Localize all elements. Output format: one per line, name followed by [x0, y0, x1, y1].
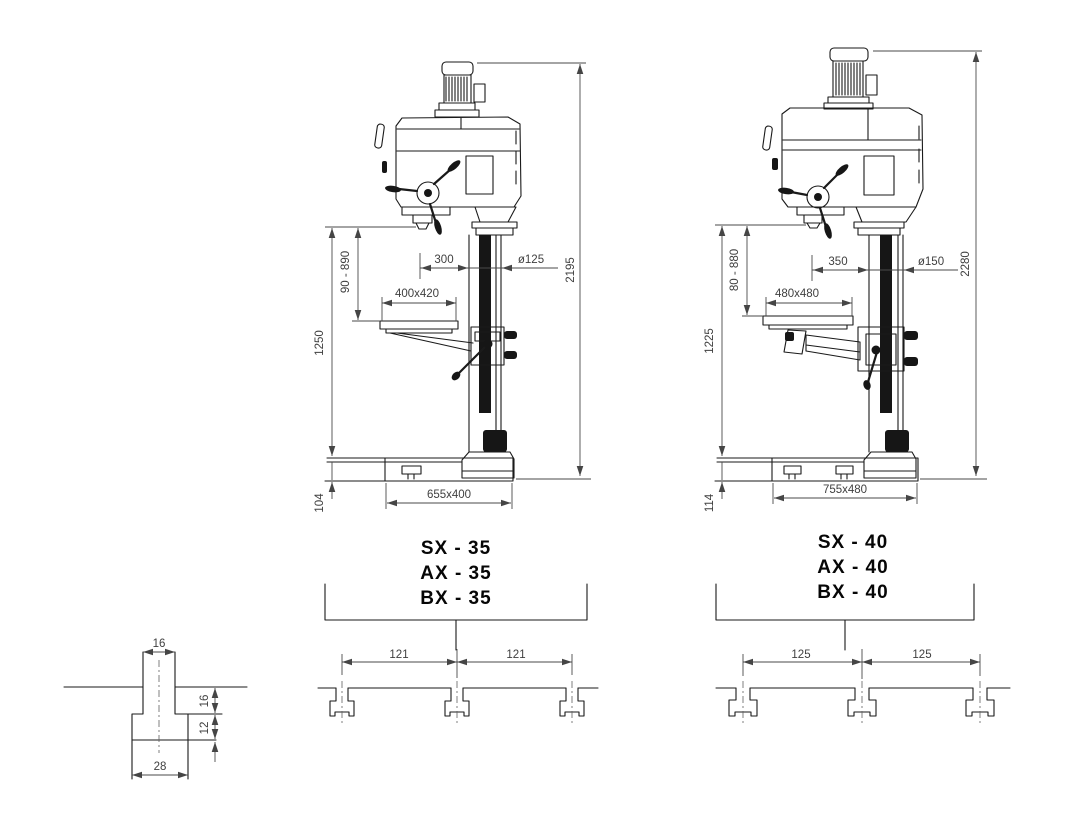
- dim-detail-undercut-depth: 12: [199, 722, 211, 735]
- dim-detail-undercut-width: 28: [154, 761, 167, 773]
- machine-base: [714, 457, 919, 482]
- tslot-section-right: 125 125: [715, 649, 1011, 724]
- drill-head: [374, 116, 522, 236]
- model-label: AX - 35: [420, 563, 491, 584]
- dim-right-total-height: 2280: [960, 251, 972, 277]
- motor-icon: [434, 61, 486, 118]
- dim-left-table-size: 400x420: [395, 288, 439, 300]
- dim-slot-pitch: 125: [912, 649, 931, 661]
- machine-left-dimensions: 2195 90 - 890 1250 104 300 ø125 400x420 …: [314, 62, 591, 513]
- machine-right-dimensions: 2280 80 - 880 1225 114 350 ø150 480x480 …: [704, 50, 987, 512]
- handwheel-icon: [778, 164, 849, 239]
- dim-right-table-size: 480x480: [775, 288, 819, 300]
- tslot-section-left: 121 121: [317, 649, 599, 723]
- column: [863, 234, 917, 479]
- dim-left-total-height: 2195: [565, 257, 577, 283]
- dim-slot-pitch: 121: [506, 649, 525, 661]
- column: [461, 234, 515, 479]
- dim-right-column-height: 1225: [704, 328, 716, 354]
- machine-right-drawing: [714, 47, 924, 482]
- dim-detail-slot-width: 16: [153, 638, 166, 650]
- dim-left-column-dia: ø125: [518, 254, 544, 266]
- dim-right-spindle-to-table: 80 - 880: [729, 249, 741, 291]
- work-table: [379, 320, 517, 381]
- dim-left-base-size: 655x400: [427, 489, 471, 501]
- dim-right-base-size: 755x480: [823, 484, 867, 496]
- dim-detail-slot-depth: 16: [199, 695, 211, 708]
- dim-slot-pitch: 121: [389, 649, 408, 661]
- machine-base: [324, 457, 514, 482]
- dim-left-column-height: 1250: [314, 330, 326, 356]
- dim-left-spindle-to-table: 90 - 890: [340, 251, 352, 293]
- dim-right-column-dia: ø150: [918, 256, 944, 268]
- dim-right-throat: 350: [828, 256, 847, 268]
- dim-right-base-height: 114: [704, 493, 716, 512]
- dim-left-base-height: 104: [314, 493, 326, 513]
- model-label: BX - 40: [817, 582, 888, 603]
- dim-slot-pitch: 125: [791, 649, 810, 661]
- machine-left-drawing: [324, 61, 522, 482]
- model-label: SX - 40: [818, 532, 888, 553]
- drill-head: [762, 107, 924, 236]
- tslot-detail-drawing: 16 16 12 28: [63, 638, 248, 780]
- dim-left-throat: 300: [434, 254, 453, 266]
- handwheel-icon: [385, 160, 461, 235]
- work-table: [762, 315, 918, 390]
- model-label: SX - 35: [421, 538, 491, 559]
- model-label: BX - 35: [420, 588, 491, 609]
- model-label: AX - 40: [817, 557, 888, 578]
- model-labels-left: SX - 35 AX - 35 BX - 35: [324, 538, 588, 651]
- motor-icon: [823, 47, 878, 110]
- model-labels-right: SX - 40 AX - 40 BX - 40: [715, 532, 975, 651]
